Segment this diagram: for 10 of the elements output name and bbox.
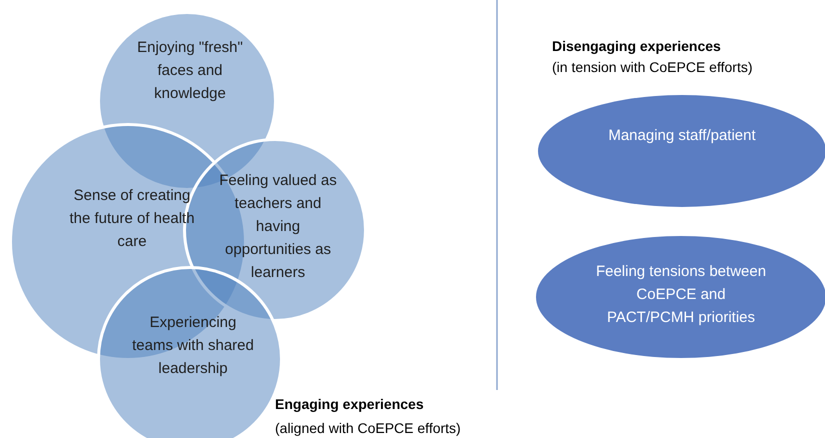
section-subheading: (in tension with CoEPCE efforts) [552,59,752,75]
node-text: Enjoying "fresh" faces and knowledge [136,38,244,104]
node-text: Managing staff/patient [607,126,757,146]
node-text: Feeling valued as teachers and having opportunities as learners [218,171,338,283]
node-text: Sense of creating the future of health care [68,186,196,252]
section-heading: Engaging experiences [275,396,424,412]
node-text: Experiencing teams with shared leadership [131,313,255,379]
section-subheading: (aligned with CoEPCE efforts) [275,420,461,436]
section-heading: Disengaging experiences [552,38,721,54]
node-text: Feeling tensions between CoEPCE and PACT/PCMH priorities [594,262,768,328]
